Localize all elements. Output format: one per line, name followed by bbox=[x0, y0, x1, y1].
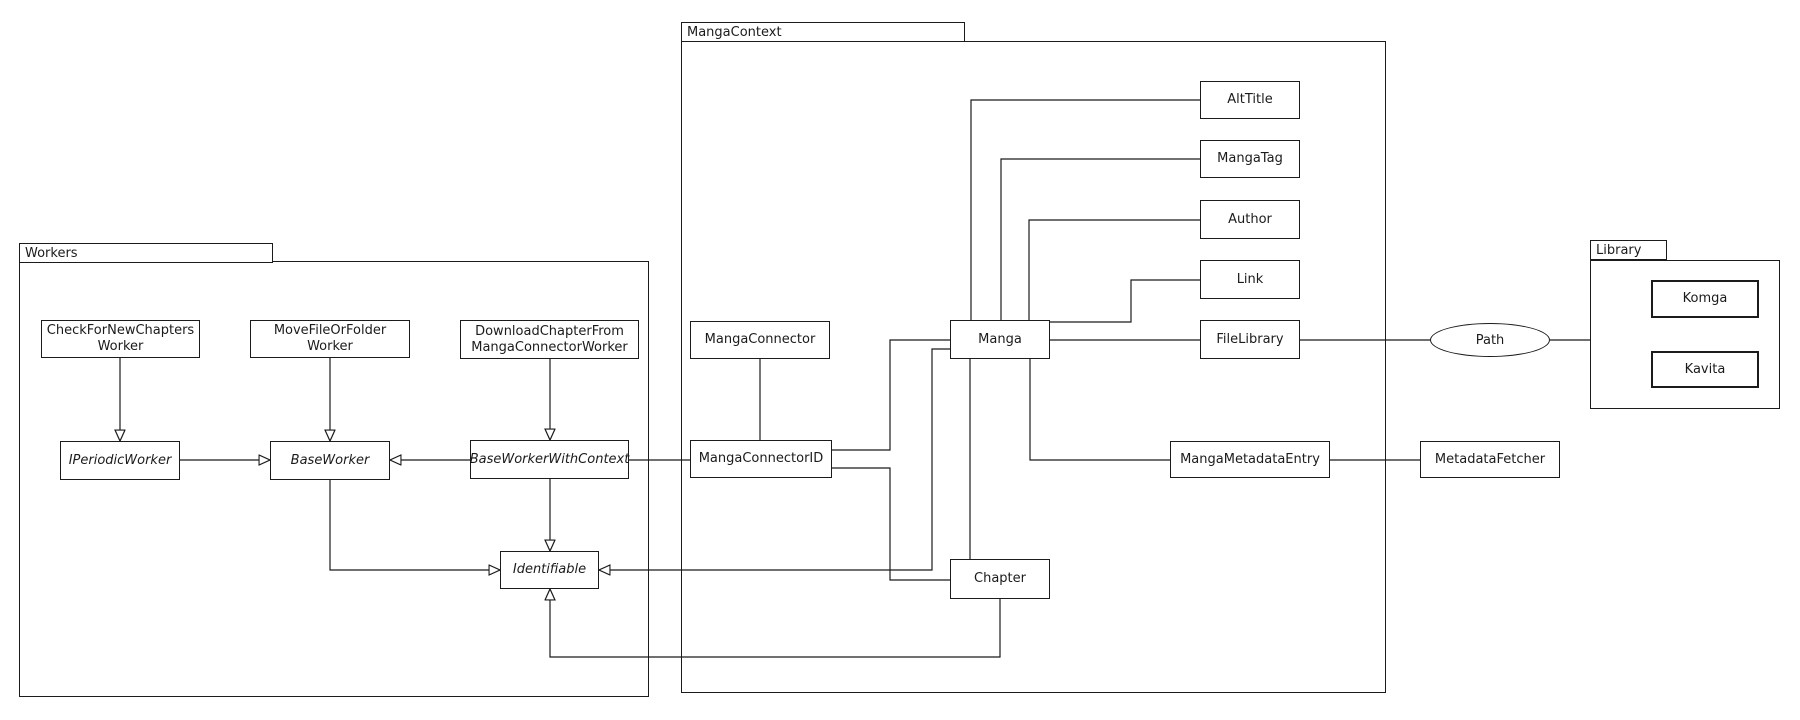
class-label: Link bbox=[1236, 271, 1264, 287]
class-label: MangaTag bbox=[1217, 151, 1283, 166]
package-tab-workers[interactable]: Workers bbox=[19, 243, 273, 263]
class-label: AltTitle bbox=[1227, 92, 1273, 107]
class-label: BaseWorker bbox=[290, 452, 370, 468]
class-label: MangaConnectorWorker bbox=[471, 339, 628, 355]
package-body-library bbox=[1590, 260, 1780, 409]
class-box-metadata-fetcher[interactable]: MetadataFetcher bbox=[1420, 441, 1560, 478]
class-box-identifiable[interactable]: Identifiable bbox=[500, 551, 599, 589]
class-label: MetadataFetcher bbox=[1434, 451, 1546, 467]
class-label: MoveFileOrFolder bbox=[273, 323, 387, 338]
package-label: MangaContext bbox=[687, 24, 782, 40]
class-box-base-worker[interactable]: BaseWorker bbox=[270, 441, 390, 480]
class-box-chapter[interactable]: Chapter bbox=[950, 559, 1050, 599]
class-label: BaseWorkerWithContext bbox=[469, 451, 630, 467]
package-tab-library[interactable]: Library bbox=[1590, 240, 1667, 260]
class-box-manga[interactable]: Manga bbox=[950, 320, 1050, 359]
class-label: Manga bbox=[978, 331, 1022, 347]
class-box-manga-connector[interactable]: MangaConnector bbox=[690, 321, 830, 359]
class-label: Worker bbox=[97, 339, 144, 354]
class-label: MangaConnectorID bbox=[698, 451, 824, 466]
class-box-manga-tag[interactable]: MangaTag bbox=[1200, 140, 1300, 178]
class-label: Kavita bbox=[1684, 361, 1726, 377]
class-label: Identifiable bbox=[512, 562, 587, 577]
class-box-manga-metadata-entry[interactable]: MangaMetadataEntry bbox=[1170, 441, 1330, 478]
class-label: DownloadChapterFrom bbox=[475, 323, 624, 339]
class-label: Worker bbox=[307, 339, 353, 354]
class-label: Author bbox=[1228, 211, 1272, 227]
class-box-alt-title[interactable]: AltTitle bbox=[1200, 81, 1300, 119]
ellipse-label: Path bbox=[1475, 332, 1505, 348]
class-label: Komga bbox=[1682, 291, 1728, 306]
package-label: Library bbox=[1596, 242, 1642, 258]
class-box-base-worker-with-context[interactable]: BaseWorkerWithContext bbox=[470, 440, 629, 479]
class-box-iperiodic-worker[interactable]: IPeriodicWorker bbox=[60, 441, 180, 480]
package-tab-manga-context[interactable]: MangaContext bbox=[681, 22, 965, 42]
class-box-author[interactable]: Author bbox=[1200, 200, 1300, 239]
class-label: MangaConnector bbox=[704, 332, 816, 347]
class-box-manga-connector-id[interactable]: MangaConnectorID bbox=[690, 440, 832, 478]
class-box-komga[interactable]: Komga bbox=[1651, 280, 1759, 318]
class-box-kavita[interactable]: Kavita bbox=[1651, 351, 1759, 388]
class-label: IPeriodicWorker bbox=[68, 452, 172, 468]
class-label: FileLibrary bbox=[1216, 331, 1284, 347]
class-label: CheckForNewChapters bbox=[46, 323, 195, 338]
class-box-file-library[interactable]: FileLibrary bbox=[1200, 320, 1300, 359]
class-box-link[interactable]: Link bbox=[1200, 260, 1300, 299]
ellipse-path[interactable]: Path bbox=[1430, 323, 1550, 357]
class-label: Chapter bbox=[974, 571, 1026, 586]
package-label: Workers bbox=[25, 245, 78, 261]
class-label: MangaMetadataEntry bbox=[1180, 451, 1320, 467]
